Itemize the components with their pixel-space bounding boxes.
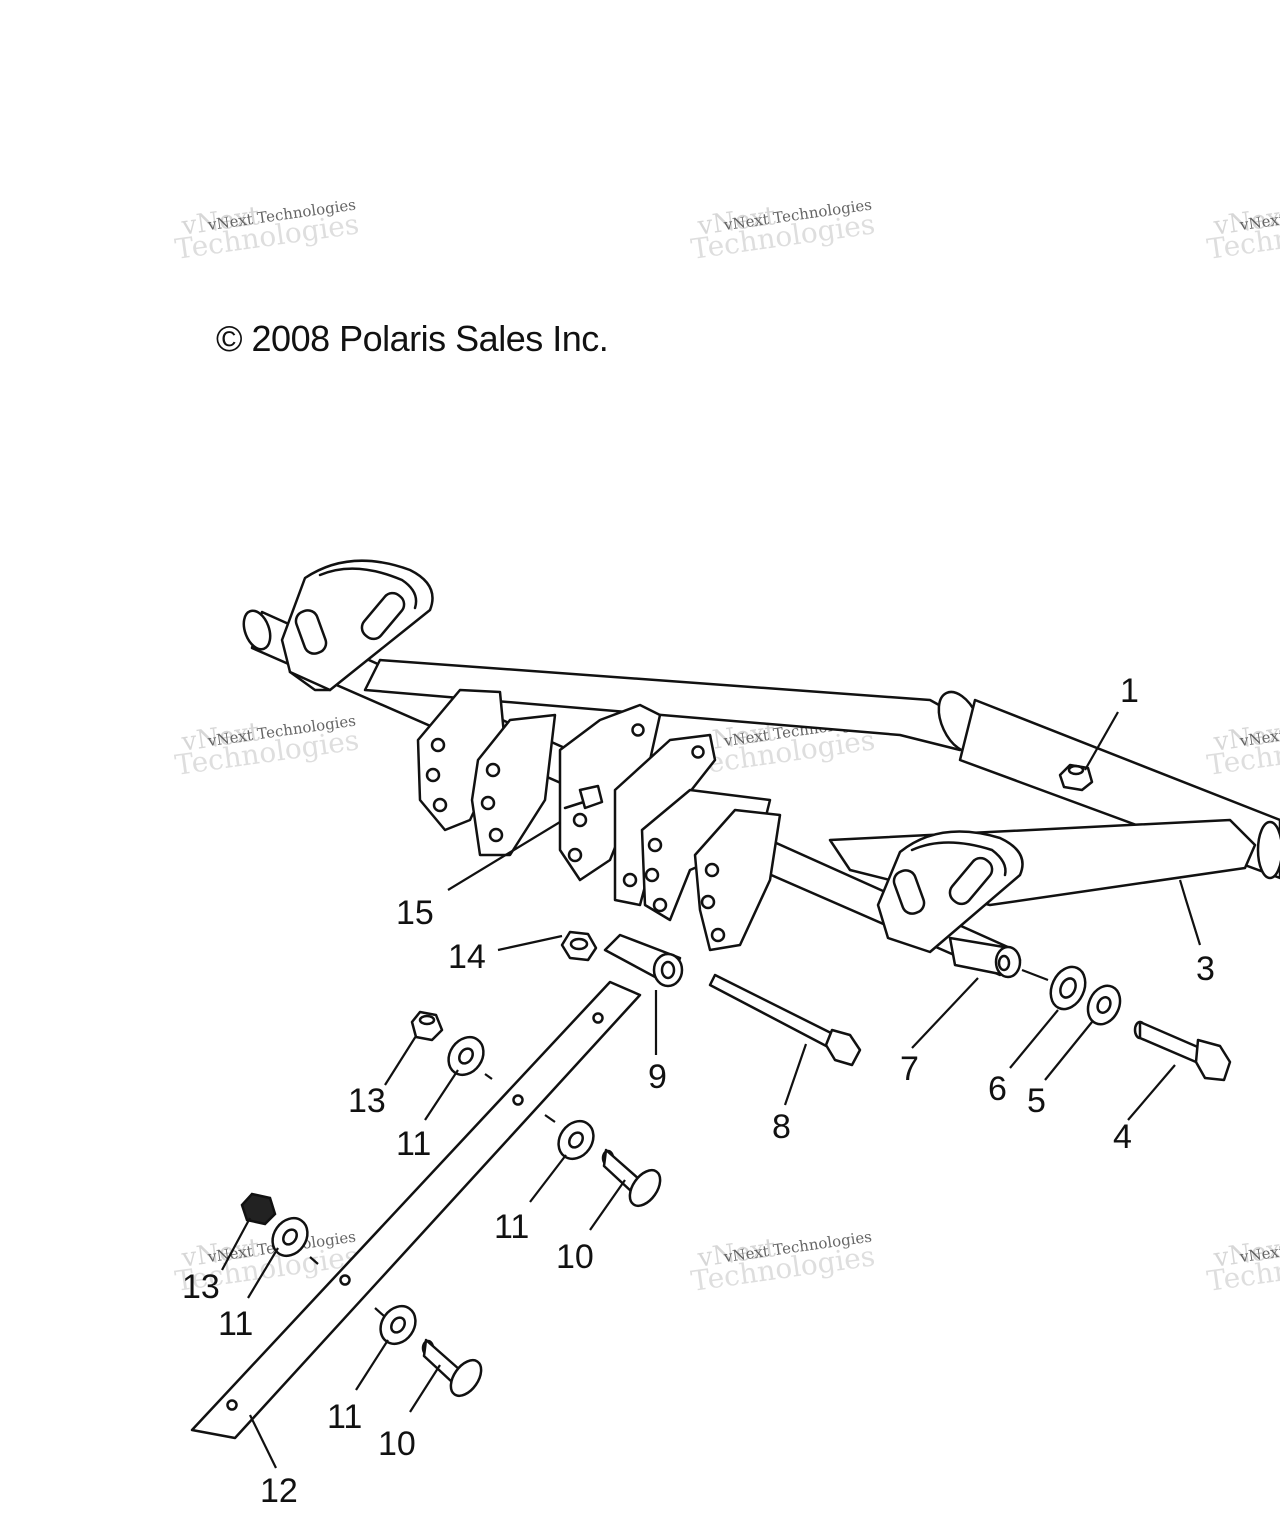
callout-9: 9 (648, 1058, 667, 1096)
copyright-notice: © 2008 Polaris Sales Inc. (216, 318, 609, 359)
part-11-washer-a (447, 1035, 485, 1077)
part-14-hex-nut (560, 930, 598, 962)
callout-4: 4 (1113, 1118, 1132, 1156)
part-9-spacer (603, 933, 684, 988)
part-10-bolt-lower (421, 1338, 483, 1398)
callout-3: 3 (1196, 950, 1215, 988)
callout-1: 1 (1120, 672, 1139, 710)
part-12-slide-strip (190, 980, 642, 1440)
part-11-washer-d (379, 1304, 417, 1346)
callout-13-lower: 13 (182, 1268, 220, 1306)
callout-10-upper: 10 (556, 1238, 594, 1276)
leader-lines (221, 711, 1202, 1469)
callout-8: 8 (772, 1108, 791, 1146)
callout-5: 5 (1027, 1082, 1046, 1120)
callout-14: 14 (448, 938, 486, 976)
callout-10-lower: 10 (378, 1425, 416, 1463)
callout-11-b: 11 (494, 1208, 529, 1246)
callout-11-c: 11 (218, 1305, 253, 1343)
callout-numbers: 1 3 4 5 6 7 8 9 10 10 11 11 11 11 12 13 … (182, 672, 1215, 1510)
callout-11-a: 11 (396, 1125, 431, 1163)
callout-12: 12 (260, 1472, 298, 1510)
callout-6: 6 (988, 1070, 1007, 1108)
left-saddle-bracket (280, 559, 434, 692)
part-13-nut-upper (410, 1010, 444, 1042)
callout-15: 15 (396, 894, 434, 932)
mounting-plates (416, 688, 782, 952)
part-5-washer (1086, 984, 1122, 1026)
right-saddle-bracket (876, 830, 1024, 954)
callout-7: 7 (900, 1050, 919, 1088)
alignment-marks (309, 968, 1049, 1317)
callout-11-d: 11 (327, 1398, 362, 1436)
part-11-washer-b (557, 1119, 595, 1161)
part-8-bolt (708, 973, 862, 1067)
part-6-washer (1049, 965, 1087, 1011)
part-4-shoulder-bolt (1133, 1020, 1232, 1082)
part-13-nut-lower (240, 1192, 277, 1226)
callout-13-upper: 13 (348, 1082, 386, 1120)
part-1-nut (1058, 763, 1094, 792)
part-10-bolt-upper (601, 1148, 662, 1208)
part-11-washer-c (271, 1216, 309, 1258)
